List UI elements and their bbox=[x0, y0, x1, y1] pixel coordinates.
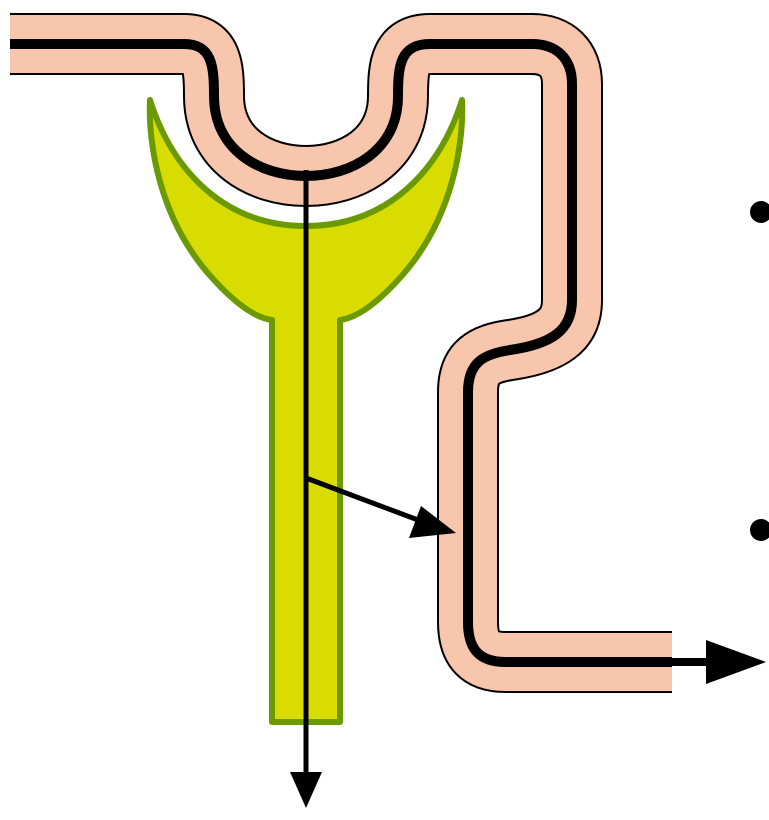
down-arrow-head bbox=[290, 772, 322, 808]
right-arrow bbox=[660, 640, 766, 684]
right-arrow-head bbox=[706, 640, 766, 684]
bullet-dot bbox=[750, 201, 769, 223]
bullet-dot bbox=[750, 519, 769, 541]
